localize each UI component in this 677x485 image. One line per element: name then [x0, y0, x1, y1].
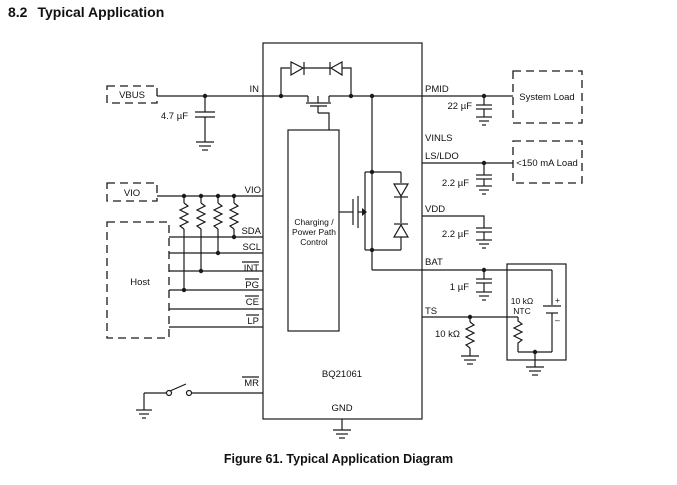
host-label: Host [130, 277, 150, 288]
core-line-2: Power Path [292, 227, 336, 237]
c-in-label: 4.7 µF [161, 111, 188, 122]
vio-pullup-network: VIO [106, 182, 263, 293]
battery-network: 1 µF + – 10 kΩ NTC [422, 263, 567, 376]
ic-name: BQ21061 [322, 369, 362, 380]
section-title: Typical Application [37, 4, 165, 20]
c-bat-label: 1 µF [450, 282, 469, 293]
ts-network: 10 kΩ [422, 314, 518, 365]
pin-vdd: VDD [425, 204, 445, 215]
pin-bat: BAT [425, 257, 443, 268]
ic-ground [333, 419, 351, 439]
vbus-input-network: VBUS 4.7 µF [106, 85, 263, 151]
r-ts-label: 10 kΩ [435, 329, 460, 340]
host-interface: Host [106, 221, 263, 339]
battery-plus: + [555, 295, 560, 305]
vdd-network: 2.2 µF [422, 215, 492, 249]
battery-minus: – [555, 315, 560, 325]
pin-vio: VIO [245, 185, 261, 196]
c-pmid-label: 22 µF [448, 101, 473, 112]
ntc-label: NTC [513, 306, 530, 316]
core-line-3: Control [300, 237, 328, 247]
vbus-box [106, 85, 158, 104]
pin-ts: TS [425, 306, 437, 317]
c-vdd-label: 2.2 µF [442, 229, 469, 240]
section-heading: 8.2 Typical Application [8, 4, 164, 20]
core-line-1: Charging / [294, 217, 334, 227]
pmid-network: 22 µF System Load [422, 70, 583, 126]
charging-control-block [287, 129, 340, 332]
pin-pmid: PMID [425, 84, 449, 95]
section-number: 8.2 [8, 4, 28, 20]
pin-mr: MR [244, 378, 259, 389]
pin-int: INT [244, 263, 260, 274]
system-load-label: System Load [519, 92, 574, 103]
ntc-value-label: 10 kΩ [511, 296, 533, 306]
figure-caption: Figure 61. Typical Application Diagram [223, 452, 454, 466]
battery-pack-box [506, 263, 567, 361]
ls-load-box [512, 140, 583, 184]
pin-ls-ldo: LS/LDO [425, 151, 459, 162]
ls-load-label: <150 mA Load [516, 158, 578, 169]
pin-vinls: VINLS [425, 133, 452, 144]
host-box [106, 221, 170, 339]
pin-lp: LP [247, 316, 259, 327]
pin-ce: CE [246, 297, 259, 308]
pin-in: IN [250, 84, 260, 95]
internal-power-path [263, 60, 422, 271]
system-load-box [512, 70, 583, 124]
pin-gnd: GND [331, 403, 352, 414]
vio-box [106, 182, 158, 202]
pin-sda: SDA [241, 226, 261, 237]
vio-label: VIO [124, 188, 140, 199]
pin-pg: PG [245, 280, 259, 291]
c-ls-label: 2.2 µF [442, 178, 469, 189]
vbus-label: VBUS [119, 90, 145, 101]
ls-ldo-network: 2.2 µF <150 mA Load [422, 140, 583, 195]
pin-scl: SCL [243, 242, 261, 253]
mr-switch [136, 383, 263, 419]
